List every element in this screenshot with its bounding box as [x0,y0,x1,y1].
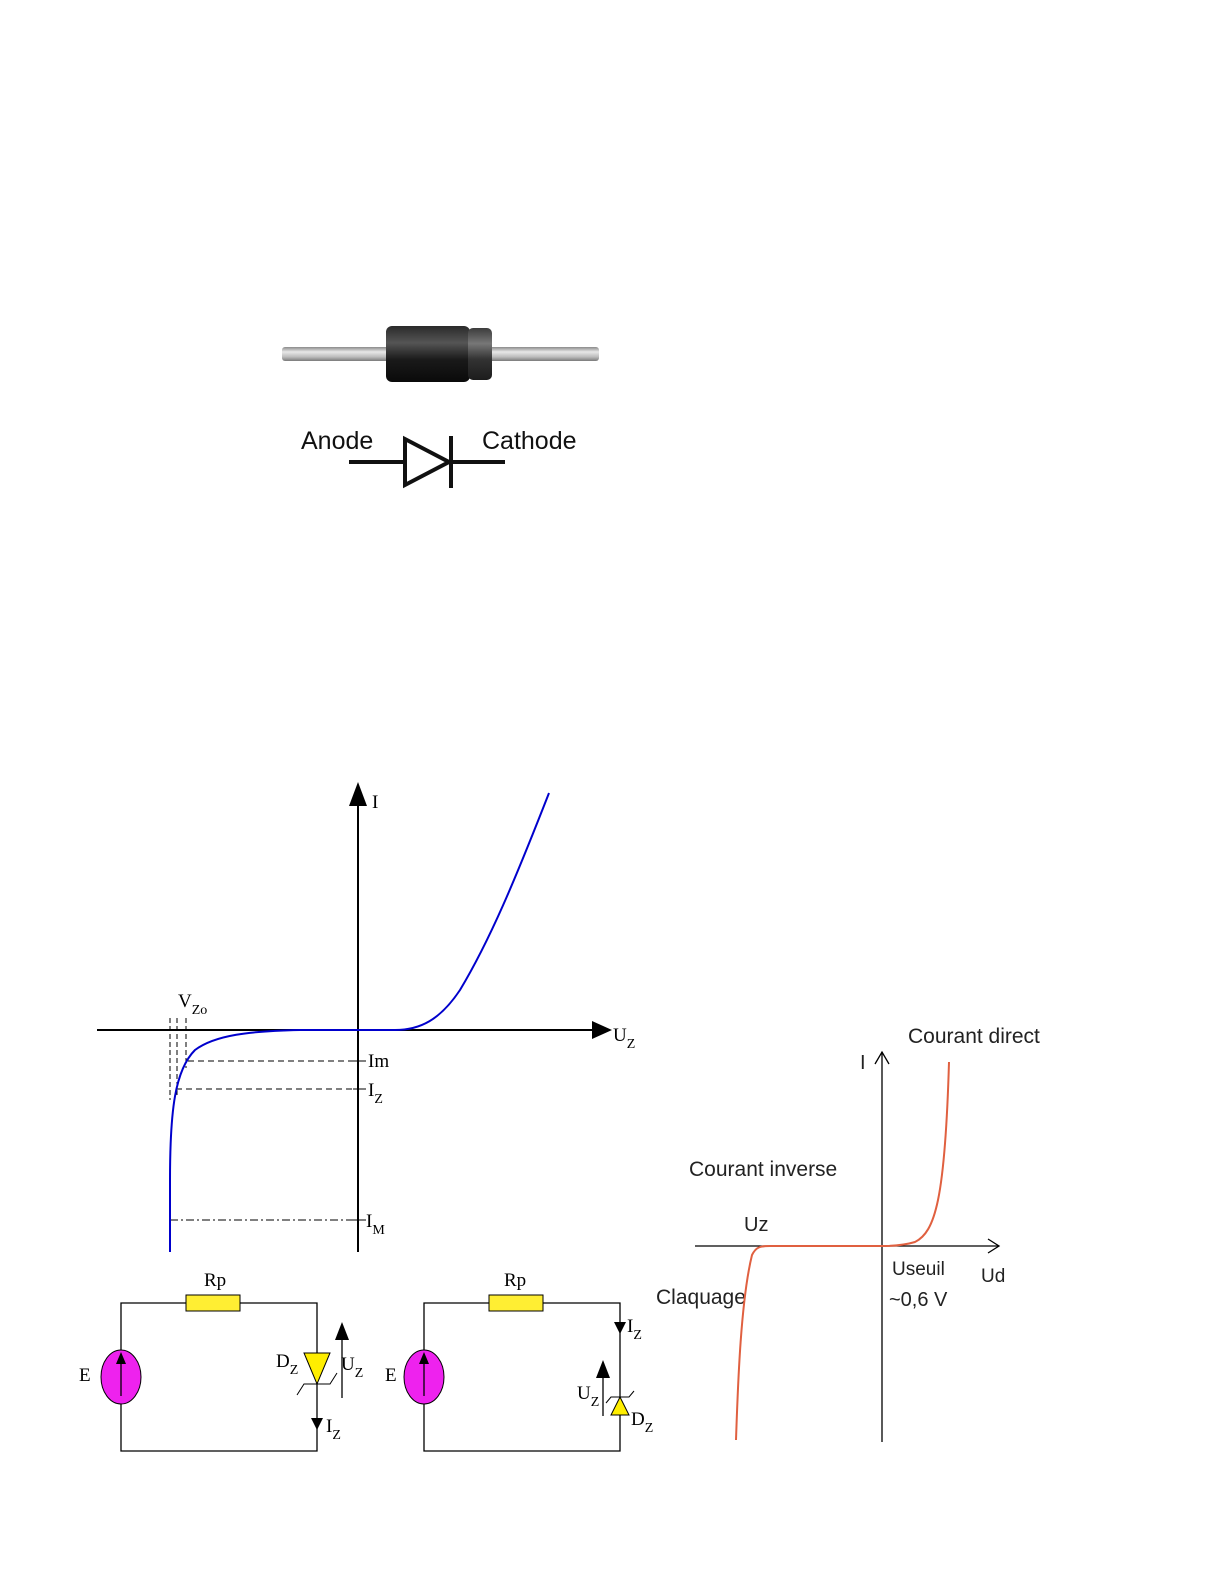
circuit-1-resistor-label: Rp [204,1270,226,1291]
circuit-2-voltage-arrowhead [596,1360,610,1378]
circuit-1-current-label: IZ [326,1416,341,1443]
forward-current-label: Courant direct [908,1025,1040,1048]
diode-body [386,326,470,382]
im-label: Im [368,1051,389,1072]
symbol-triangle [405,439,449,485]
diode-lead-left [282,347,394,361]
vzo-label: VZo [178,991,207,1018]
circuit-2-current-label: IZ [627,1316,642,1343]
diode-voltage-axis-label: Ud [981,1266,1005,1287]
circuit-1-current-arrowhead [311,1418,323,1430]
circuit-2-current-arrowhead [614,1322,626,1334]
circuit-2-resistor-label: Rp [504,1270,526,1291]
circuit-1-zener-diode [304,1353,330,1384]
circuit-2-source-label: E [385,1365,397,1386]
zener-curve [170,793,549,1252]
circuit-2-wire [424,1303,620,1451]
anode-label: Anode [301,427,373,455]
circuit-1-diode-label: DZ [276,1351,298,1378]
circuit-1-wire [121,1303,317,1451]
breakdown-label: Claquage [656,1286,746,1309]
diode-symbol: Anode Cathode [301,427,577,488]
circuit-2-zener-diode [611,1397,629,1415]
circuit-2: Rp E IZ DZ UZ [385,1270,653,1451]
diode-cathode-band [468,328,492,380]
reverse-current-label: Courant inverse [689,1158,837,1181]
zener-voltage-axis-label: UZ [613,1025,635,1052]
threshold-label: Useuil [892,1259,945,1280]
zener-x-arrow [592,1021,612,1039]
cathode-label: Cathode [482,427,577,455]
circuit-1: Rp E DZ UZ IZ [79,1270,363,1451]
iz-label: IZ [368,1080,383,1107]
diode-current-axis-label: I [860,1052,866,1074]
diode-photo [282,326,599,382]
diode-chart: I Courant direct Courant inverse Uz Claq… [656,1025,1040,1442]
threshold-value: ~0,6 V [889,1289,948,1311]
circuit-1-source-label: E [79,1365,91,1386]
circuit-2-diode-label: DZ [631,1409,653,1436]
circuit-1-voltage-arrowhead [335,1322,349,1340]
imax-label: IM [366,1211,385,1238]
circuit-1-voltage-label: UZ [341,1354,363,1381]
zener-current-axis-label: I [372,792,378,813]
diode-lead-right [486,347,599,361]
zener-y-arrow [349,782,367,806]
circuit-2-resistor [489,1295,543,1311]
zener-chart: I UZ VZo Im IZ IM [97,782,635,1252]
diode-curve [736,1062,949,1440]
circuit-2-voltage-label: UZ [577,1383,599,1410]
circuit-1-resistor [186,1295,240,1311]
uz-label: Uz [744,1214,768,1236]
